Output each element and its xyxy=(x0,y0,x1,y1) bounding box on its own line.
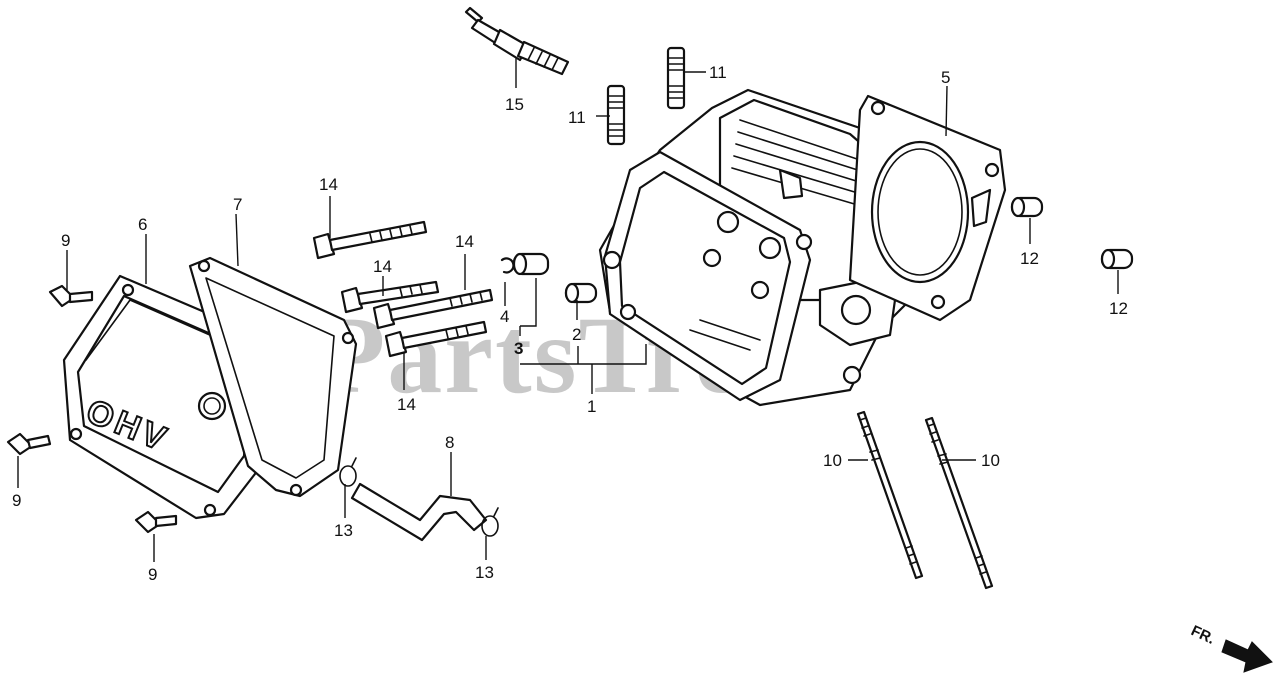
breather-valve xyxy=(500,252,550,276)
callout-labels: 15 11 11 5 12 12 10 10 1 2 3 4 14 14 14 … xyxy=(12,63,1128,584)
breather-tube xyxy=(350,482,488,542)
stud-short-front xyxy=(606,84,626,146)
callout-10-left: 10 xyxy=(823,451,842,470)
cover-bolt-top xyxy=(312,220,428,260)
cover-bolt-mid-upper xyxy=(340,280,440,314)
callout-12-upper: 12 xyxy=(1020,249,1039,268)
callout-15: 15 xyxy=(505,95,524,114)
leader-lines xyxy=(17,58,1119,562)
dowel-pin-lower xyxy=(1100,248,1134,270)
callout-4: 4 xyxy=(500,307,509,326)
stud-short-rear xyxy=(666,46,686,110)
head-cover-gasket xyxy=(188,256,358,498)
callout-14-right: 14 xyxy=(455,232,474,251)
callout-9-left: 9 xyxy=(12,491,21,510)
tube-clip-right xyxy=(481,507,499,537)
dowel-pin-upper xyxy=(1010,196,1044,218)
callout-12-lower: 12 xyxy=(1109,299,1128,318)
callout-6: 6 xyxy=(138,215,147,234)
callout-8: 8 xyxy=(445,433,454,452)
callout-11-rear: 11 xyxy=(709,63,727,82)
tube-clip-left xyxy=(339,457,357,487)
callout-1: 1 xyxy=(587,397,596,416)
callout-7: 7 xyxy=(233,195,242,214)
callout-11-front: 11 xyxy=(568,108,586,127)
front-direction-label: FR. xyxy=(1188,622,1217,648)
callout-3: 3 xyxy=(514,339,523,358)
callout-14-bottom: 14 xyxy=(397,395,416,414)
cover-bolt-lower xyxy=(384,320,488,358)
cylinder-head xyxy=(598,88,912,407)
callout-13-right: 13 xyxy=(475,563,494,582)
callout-2: 2 xyxy=(572,325,581,344)
front-direction-arrow-icon xyxy=(1221,639,1273,673)
callout-9-bottom: 9 xyxy=(148,565,157,584)
cover-flange-bolt-top xyxy=(48,284,94,308)
callout-9-top: 9 xyxy=(61,231,70,250)
head-gasket xyxy=(848,94,1007,322)
cover-bolt-long xyxy=(372,288,494,330)
cover-flange-bolt-bottom xyxy=(134,510,178,534)
head-bolt-right xyxy=(924,416,994,590)
callout-14-top: 14 xyxy=(319,175,338,194)
head-bolt-left xyxy=(856,410,924,580)
cover-flange-bolt-left xyxy=(6,432,52,456)
dowel-pin-small xyxy=(564,282,598,304)
callout-14-mid: 14 xyxy=(373,257,392,276)
callout-5: 5 xyxy=(941,68,950,87)
spark-plug xyxy=(464,6,570,76)
callout-13-left: 13 xyxy=(334,521,353,540)
front-direction-indicator: FR. xyxy=(1188,622,1273,673)
callout-10-right: 10 xyxy=(981,451,1000,470)
